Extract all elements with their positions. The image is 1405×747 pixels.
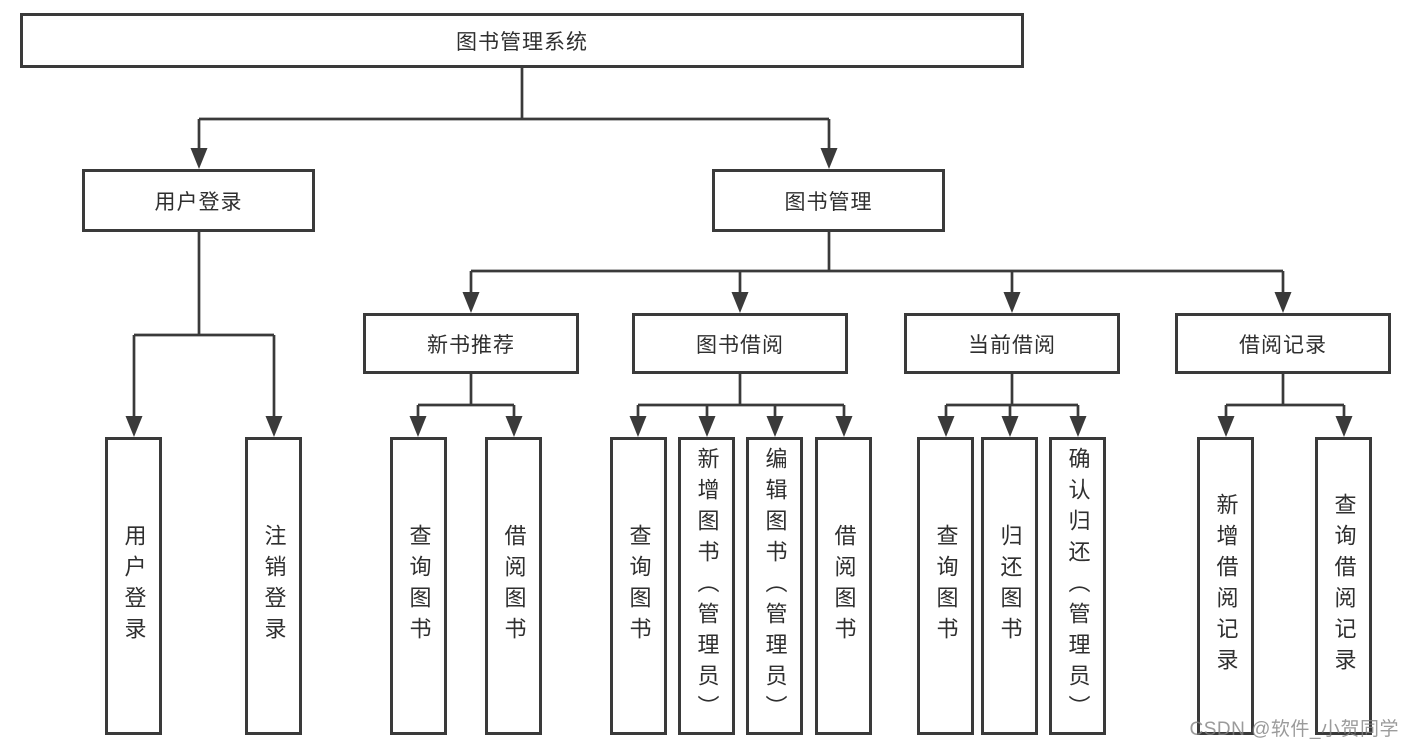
node-label: 图书管理系统 — [456, 30, 588, 54]
node-label: 查询借阅记录 — [1331, 493, 1357, 679]
node-label: 新增图书（管理员） — [694, 446, 720, 726]
leaf-query-books-3: 查询图书 — [917, 437, 974, 735]
node-label: 用户登录 — [121, 524, 147, 648]
leaf-confirm-return-admin: 确认归还（管理员） — [1049, 437, 1106, 735]
node-label: 用户登录 — [154, 190, 243, 214]
leaf-logout-login: 注销登录 — [245, 437, 302, 735]
node-label: 编辑图书（管理员） — [762, 446, 788, 726]
node-borrowing-records: 借阅记录 — [1175, 313, 1391, 374]
node-library-system: 图书管理系统 — [20, 13, 1024, 68]
node-label: 确认归还（管理员） — [1065, 446, 1091, 726]
leaf-edit-books-admin: 编辑图书（管理员） — [746, 437, 803, 735]
node-label: 借阅图书 — [501, 524, 527, 648]
node-label: 新书推荐 — [427, 333, 515, 357]
leaf-query-borrow-record: 查询借阅记录 — [1315, 437, 1372, 735]
node-label: 查询图书 — [626, 524, 652, 648]
node-new-book-recommend: 新书推荐 — [363, 313, 579, 374]
node-label: 借阅记录 — [1239, 333, 1327, 357]
node-user-login: 用户登录 — [82, 169, 315, 232]
node-label: 查询图书 — [406, 524, 432, 648]
leaf-borrow-books-1: 借阅图书 — [485, 437, 542, 735]
node-label: 查询图书 — [933, 524, 959, 648]
node-label: 借阅图书 — [831, 524, 857, 648]
node-label: 归还图书 — [997, 524, 1023, 648]
node-book-management: 图书管理 — [712, 169, 945, 232]
leaf-borrow-books-2: 借阅图书 — [815, 437, 872, 735]
leaf-add-borrow-record: 新增借阅记录 — [1197, 437, 1254, 735]
leaf-query-books-2: 查询图书 — [610, 437, 667, 735]
node-label: 图书借阅 — [696, 333, 784, 357]
node-current-borrowing: 当前借阅 — [904, 313, 1120, 374]
leaf-query-books-1: 查询图书 — [390, 437, 447, 735]
node-book-borrowing: 图书借阅 — [632, 313, 848, 374]
leaf-return-books: 归还图书 — [981, 437, 1038, 735]
arrowheads — [125, 148, 1353, 437]
node-label: 新增借阅记录 — [1213, 493, 1239, 679]
node-label: 注销登录 — [261, 524, 287, 648]
leaf-user-login: 用户登录 — [105, 437, 162, 735]
csdn-watermark: CSDN @软件_小贺同学 — [1189, 719, 1399, 740]
node-label: 图书管理 — [784, 190, 873, 214]
node-label: 当前借阅 — [968, 333, 1056, 357]
leaf-add-books-admin: 新增图书（管理员） — [678, 437, 735, 735]
